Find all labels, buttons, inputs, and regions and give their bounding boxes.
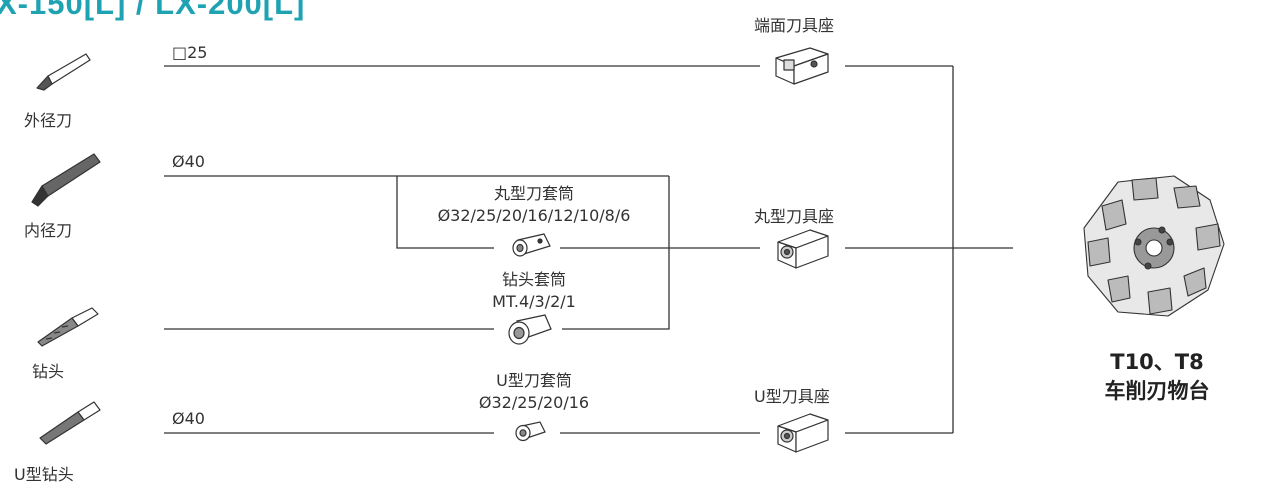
round-sleeve-sizes: Ø32/25/20/16/12/10/8/6 (437, 206, 631, 225)
external-turning-tool-icon (36, 53, 91, 91)
round-holder-icon (777, 229, 829, 269)
round-bar-spec: Ø40 (172, 152, 205, 171)
u-sleeve-sizes: Ø32/25/20/16 (478, 393, 590, 412)
turret-label: T10、T8 车削刃物台 (1077, 348, 1237, 406)
u-drill-label: U型钻头 (14, 465, 74, 484)
external-tool-label: 外径刀 (24, 111, 73, 130)
drill-sleeve-sizes: MT.4/3/2/1 (492, 292, 576, 311)
drill-label: 钻头 (32, 362, 65, 381)
u-drill-icon (39, 401, 101, 445)
drill-icon (37, 307, 99, 347)
turret-models: T10、T8 (1110, 350, 1204, 374)
round-sleeve-name: 丸型刀套筒 (493, 184, 574, 203)
internal-boring-tool-icon (31, 153, 101, 207)
turret-name: 车削刃物台 (1104, 379, 1210, 403)
face-holder-icon (775, 47, 829, 85)
u-drill-bar-spec: Ø40 (172, 409, 205, 428)
u-holder-label: U型刀具座 (754, 387, 830, 406)
face-holder-label: 端面刀具座 (754, 16, 835, 35)
u-holder-icon (777, 413, 829, 453)
square-shank-spec: □25 (172, 43, 208, 62)
u-sleeve-icon (515, 421, 546, 442)
internal-tool-label: 内径刀 (24, 221, 73, 240)
round-sleeve-icon (512, 233, 551, 257)
drill-sleeve-name: 钻头套筒 (501, 270, 566, 289)
u-sleeve-name: U型刀套筒 (496, 371, 572, 390)
round-holder-label: 丸型刀具座 (754, 207, 835, 226)
drill-sleeve-icon (508, 314, 552, 345)
turret-icon (1083, 175, 1225, 317)
page-title: X-150[L] / LX-200[L] (0, 0, 306, 21)
